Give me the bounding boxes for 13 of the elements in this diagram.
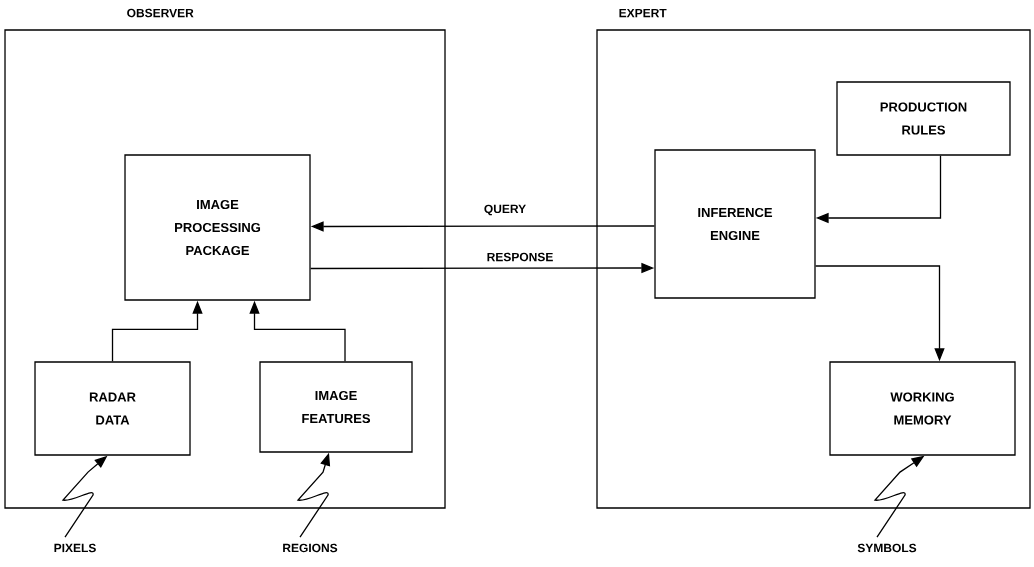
process-box: RADAR DATA — [34, 361, 191, 456]
process-box: WORKING MEMORY — [829, 361, 1016, 456]
input-label: SYMBOLS — [857, 543, 917, 553]
edge-label: QUERY — [482, 203, 528, 217]
panel-heading: EXPERT — [619, 8, 667, 18]
process-box: IMAGE PROCESSING PACKAGE — [124, 154, 311, 301]
process-box: INFERENCE ENGINE — [654, 149, 816, 299]
process-box: IMAGE FEATURES — [259, 361, 413, 453]
input-label: PIXELS — [54, 543, 96, 553]
edge-label: RESPONSE — [485, 251, 555, 263]
input-label: REGIONS — [283, 543, 338, 553]
panel-heading: OBSERVER — [127, 8, 194, 18]
process-box: PRODUCTION RULES — [836, 81, 1011, 156]
